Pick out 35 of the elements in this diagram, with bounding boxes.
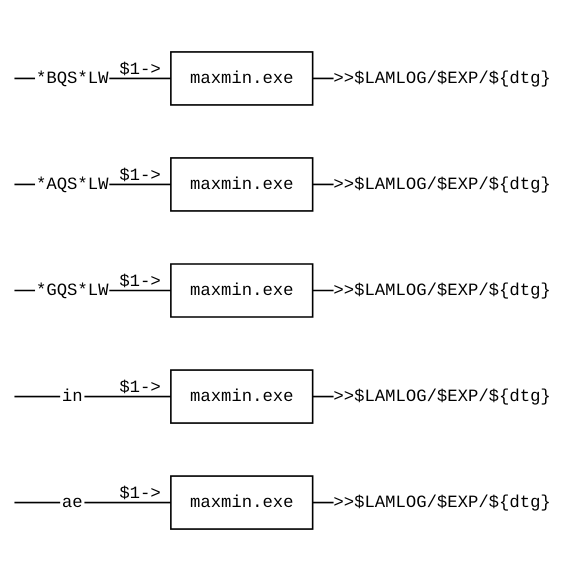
node-box: maxmin.exe <box>170 50 314 106</box>
connector <box>312 289 334 291</box>
node-text: ae <box>62 494 83 513</box>
connector <box>84 395 171 397</box>
connector <box>312 501 334 503</box>
node-text: >>$LAMLOG/$EXP/${dtg} <box>333 70 551 88</box>
edge-label: $1-> <box>119 166 161 186</box>
node-text: *AQS*LW <box>36 176 108 195</box>
connector <box>312 183 334 185</box>
connector <box>14 501 60 503</box>
node-box: maxmin.exe <box>170 474 314 530</box>
node-text: >>$LAMLOG/$EXP/${dtg} <box>333 282 551 301</box>
connector <box>14 77 36 79</box>
node-text: >>$LAMLOG/$EXP/${dtg} <box>333 176 551 195</box>
edge-label: $1-> <box>119 484 161 504</box>
connector <box>14 395 60 397</box>
node-box: maxmin.exe <box>170 368 314 424</box>
connector <box>312 395 334 397</box>
connector <box>109 77 171 79</box>
node-text: >>$LAMLOG/$EXP/${dtg} <box>333 494 551 513</box>
node-text: in <box>62 388 83 407</box>
edge-label: $1-> <box>119 378 161 398</box>
node-text: *GQS*LW <box>36 282 108 301</box>
node-text: *BQS*LW <box>36 70 108 88</box>
connector <box>109 289 171 291</box>
connector <box>312 77 334 79</box>
node-box: maxmin.exe <box>170 262 314 318</box>
edge-label: $1-> <box>119 272 161 292</box>
node-box: maxmin.exe <box>170 156 314 212</box>
connector <box>109 183 171 185</box>
edge-label: $1-> <box>119 60 161 80</box>
connector <box>84 501 171 503</box>
connector <box>14 289 36 291</box>
node-text: >>$LAMLOG/$EXP/${dtg} <box>333 388 551 407</box>
connector <box>14 183 36 185</box>
